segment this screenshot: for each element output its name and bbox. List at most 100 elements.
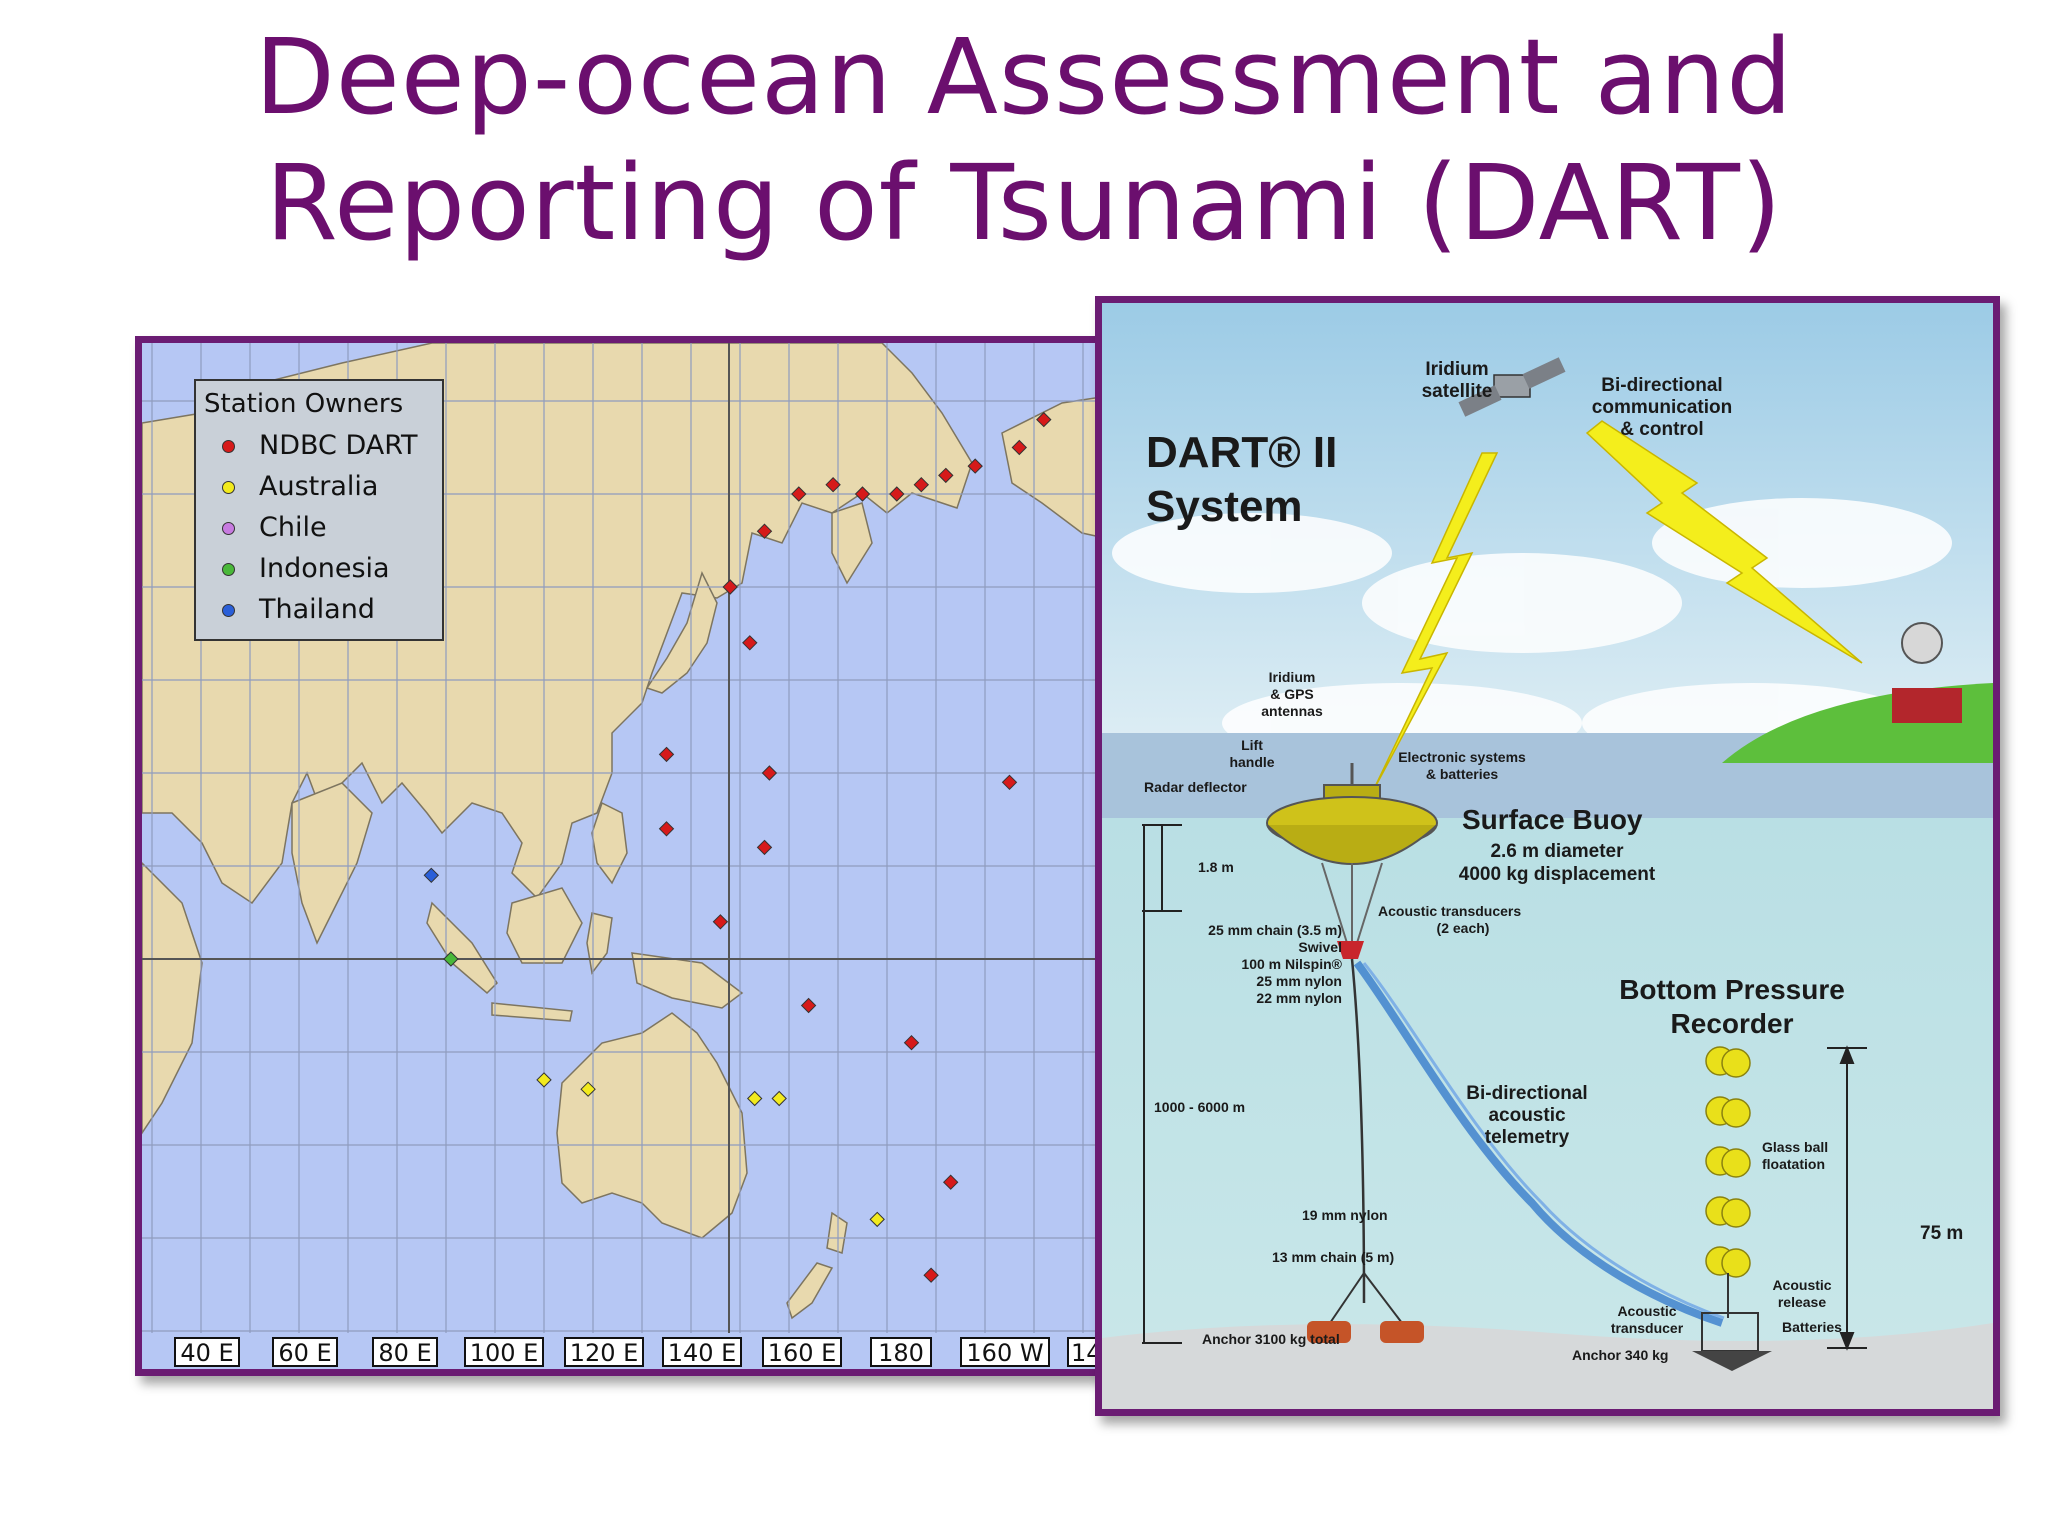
lon-tick-60e: 60 E	[272, 1337, 338, 1367]
telemetry-label-3: telemetry	[1484, 1127, 1570, 1148]
legend-label: Australia	[259, 471, 379, 502]
dart-title-line-1: DART® II	[1146, 428, 1338, 477]
land-new-zealand	[826, 1211, 848, 1254]
station-marker	[443, 951, 459, 967]
land-japan	[645, 570, 718, 694]
lon-tick-120e: 120 E	[564, 1337, 644, 1367]
station-marker	[771, 1090, 787, 1107]
land-india	[291, 782, 373, 945]
station-marker	[536, 1072, 552, 1088]
station-marker	[742, 635, 758, 651]
radar-deflector-label: Radar deflector	[1144, 779, 1247, 795]
nylon-19mm-label: 19 mm nylon	[1302, 1207, 1388, 1223]
chain-spec-5: 22 mm nylon	[1256, 990, 1342, 1006]
chain-spec-3: 100 m Nilspin®	[1241, 956, 1342, 972]
antennas-label-1: Iridium	[1268, 669, 1316, 685]
depth-range-label: 1000 - 6000 m	[1154, 1099, 1246, 1115]
station-marker	[761, 765, 778, 781]
anchor-right-icon	[1380, 1321, 1424, 1343]
station-marker	[903, 1034, 920, 1051]
land-new-zealand-south	[786, 1262, 834, 1320]
dart-canvas	[1102, 303, 1993, 1409]
bpr-title-1: Bottom Pressure	[1619, 974, 1845, 1005]
dart-station-map: Station Owners NDBC DART Australia Chile…	[135, 336, 1135, 1376]
legend-dot-icon	[222, 522, 235, 535]
buoy-bridle	[1321, 862, 1383, 944]
dart-ocean	[1102, 818, 1993, 1378]
glass-ball-floats-icon	[1705, 1046, 1751, 1278]
legend-item-ndbc: NDBC DART	[222, 429, 418, 463]
station-marker	[938, 467, 954, 484]
dart-system-diagram: DART® II System Iridium satellite Bi-dir…	[1095, 296, 2000, 1416]
station-marker	[712, 914, 729, 930]
station-marker	[791, 486, 807, 502]
lon-tick-40e: 40 E	[174, 1337, 240, 1367]
station-marker	[1036, 411, 1052, 428]
lon-tick-160w: 160 W	[960, 1337, 1050, 1367]
station-marker	[800, 997, 817, 1014]
transducer-label-1: Acoustic	[1617, 1303, 1677, 1319]
lift-label-1: Lift	[1241, 737, 1263, 753]
lightning-bolt-left-icon	[1371, 452, 1499, 794]
land-new-guinea	[631, 952, 744, 1009]
station-marker	[746, 1090, 763, 1107]
lon-tick-80e: 80 E	[372, 1337, 438, 1367]
legend-dot-icon	[222, 604, 235, 617]
telemetry-label-2: acoustic	[1488, 1105, 1566, 1126]
mooring-line	[1350, 958, 1366, 1304]
land-java	[491, 1002, 573, 1022]
station-marker	[1001, 774, 1018, 791]
station-marker	[580, 1081, 596, 1097]
legend-item-australia: Australia	[222, 470, 378, 504]
station-marker	[423, 867, 440, 884]
slide-title: Deep-ocean Assessment and Reporting of T…	[0, 14, 2048, 266]
slide-title-line-1: Deep-ocean Assessment and	[254, 16, 1794, 138]
lift-label-2: handle	[1229, 754, 1275, 770]
map-canvas	[142, 343, 1128, 1369]
bpr-anchor-icon	[1692, 1351, 1772, 1371]
station-marker	[869, 1211, 885, 1228]
transducers-label-1: Acoustic transducers	[1378, 903, 1522, 919]
map-stations	[423, 411, 1052, 1283]
depth-75m-label: 75 m	[1920, 1223, 1964, 1244]
dart-seabed	[1102, 1323, 1993, 1409]
land-africa	[142, 861, 203, 1135]
antennas-label-2: & GPS	[1270, 686, 1314, 702]
satellite-label-2: satellite	[1421, 381, 1493, 402]
land-australia	[556, 1012, 748, 1239]
glass-ball-label-1: Glass ball	[1762, 1139, 1829, 1155]
lightning-bolt-right-icon	[1585, 420, 1863, 664]
legend-station-owners: Station Owners NDBC DART Australia Chile…	[194, 379, 444, 641]
chain-13mm-label: 13 mm chain (5 m)	[1272, 1249, 1395, 1265]
dimension-lines	[1142, 824, 1867, 1351]
station-marker	[658, 821, 675, 837]
legend-title: Station Owners	[204, 389, 404, 419]
comm-label-2: communication	[1591, 397, 1733, 418]
anchor-total-label: Anchor 3100 kg total	[1202, 1331, 1340, 1347]
depth-1-8m-label: 1.8 m	[1198, 859, 1234, 875]
surface-buoy-icon	[1266, 763, 1438, 865]
surface-buoy-title: Surface Buoy	[1462, 804, 1643, 835]
chain-spec-4: 25 mm nylon	[1256, 973, 1342, 989]
station-marker	[923, 1267, 939, 1283]
legend-dot-icon	[222, 440, 235, 453]
release-label-2: release	[1777, 1294, 1827, 1310]
dart-ground-station	[1892, 688, 1962, 723]
legend-item-indonesia: Indonesia	[222, 552, 390, 586]
station-marker	[854, 486, 871, 502]
legend-label: NDBC DART	[259, 430, 418, 461]
buoy-spec-1: 2.6 m diameter	[1490, 841, 1624, 862]
legend-label: Indonesia	[259, 553, 390, 584]
legend-dot-icon	[222, 563, 235, 576]
transducer-label-2: transducer	[1610, 1320, 1684, 1336]
acoustic-telemetry-beam-inner	[1362, 962, 1725, 1320]
station-marker	[1011, 439, 1028, 456]
transducers-label-2: (2 each)	[1436, 920, 1490, 936]
land-philippines	[591, 801, 628, 885]
batteries-label: Batteries	[1782, 1319, 1842, 1335]
anchor-chains	[1329, 1272, 1403, 1324]
station-marker	[942, 1174, 959, 1190]
station-marker	[889, 486, 905, 502]
lon-tick-160e: 160 E	[762, 1337, 842, 1367]
electronics-label-1: Electronic systems	[1398, 749, 1526, 765]
